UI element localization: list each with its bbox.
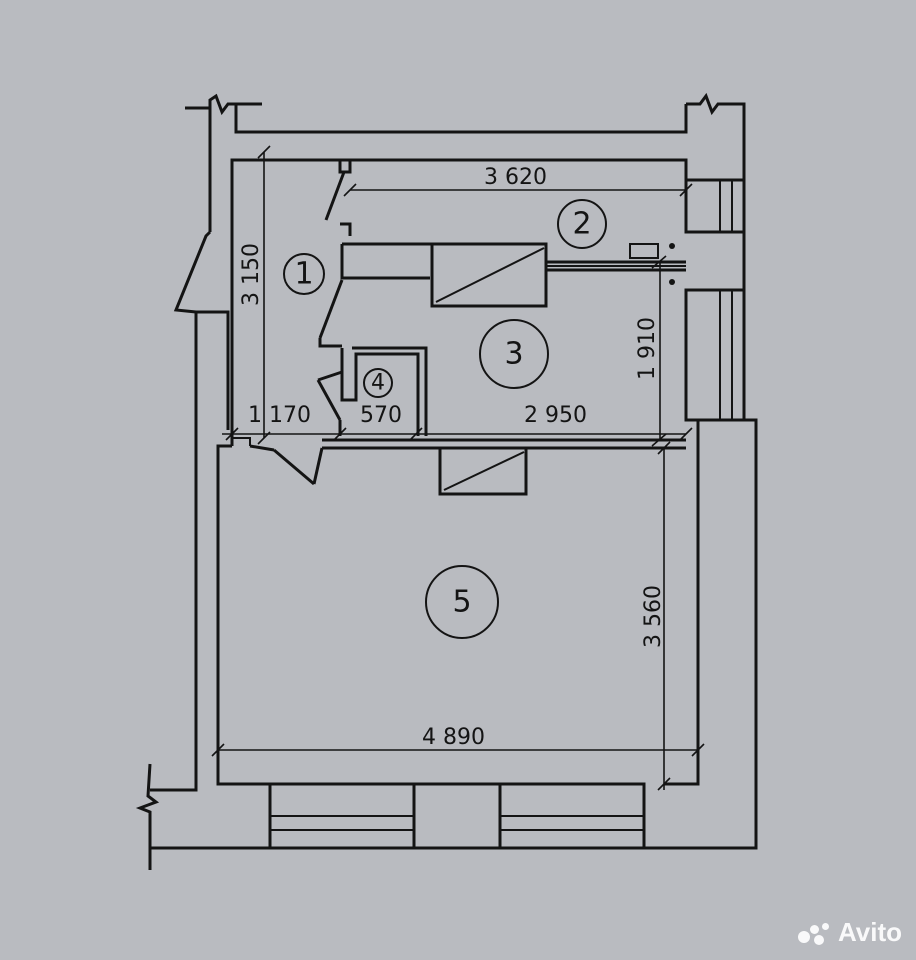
dim-room4-width: 570 [360,403,402,428]
avito-watermark: Avito [796,917,902,948]
room-number-2: 2 [572,207,591,242]
dim-room5-width: 4 890 [422,725,485,750]
room-marker-4: 4 [363,368,393,398]
interior-doors [249,160,352,486]
room-number-4: 4 [371,371,385,396]
avito-logo-icon [796,921,832,945]
fixture-boxes [430,242,675,496]
dim-room1-width: 1 170 [248,403,311,428]
room-number-1: 1 [294,257,313,292]
dim-room5-height: 3 560 [641,585,666,648]
dim-room1-height: 3 150 [239,243,264,306]
avito-watermark-text: Avito [837,917,902,947]
dim-room2-width: 3 620 [484,165,547,190]
dimension-lines [211,145,705,791]
room-marker-2: 2 [557,199,607,249]
windows [268,178,746,850]
room-marker-5: 5 [425,565,499,639]
room-marker-1: 1 [283,253,325,295]
room-marker-3: 3 [479,319,549,389]
entrance-door [173,230,212,314]
room-number-5: 5 [452,585,471,620]
room-number-3: 3 [504,337,523,372]
dim-room3-height: 1 910 [635,317,660,380]
dim-room3-width: 2 950 [524,403,587,428]
